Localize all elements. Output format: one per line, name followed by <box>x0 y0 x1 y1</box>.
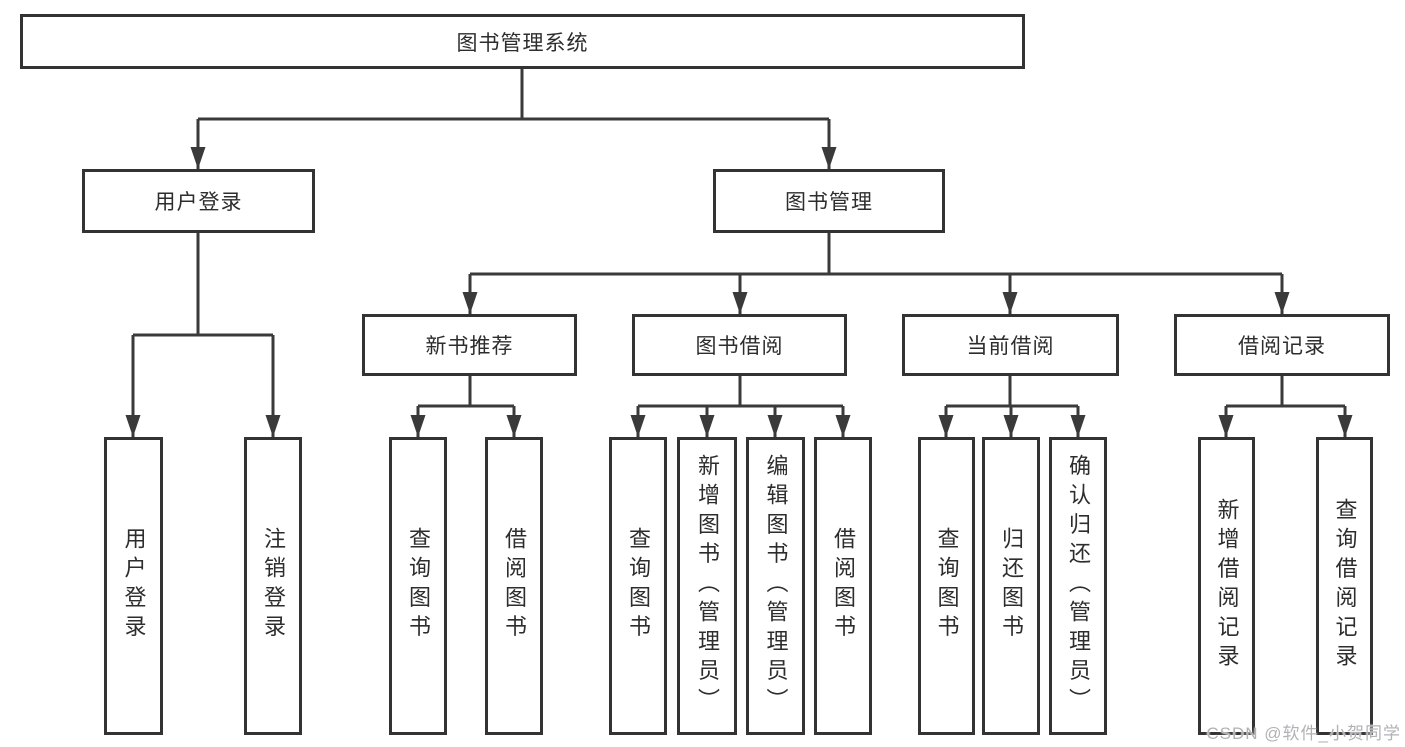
node-current-borrow: 当前借阅 <box>902 314 1119 376</box>
node-borrow-records: 借阅记录 <box>1174 314 1390 376</box>
node-book-borrow: 图书借阅 <box>632 314 847 376</box>
leaf-query-borrow-record: 查询借阅记录 <box>1316 437 1373 735</box>
leaf-logout: 注销登录 <box>244 437 302 735</box>
leaf-user-login: 用户登录 <box>104 437 163 735</box>
leaf-edit-books-admin: 编辑图书（管理员） <box>746 437 805 735</box>
csdn-watermark: CSDN @软件_小贺同学 <box>1206 724 1401 743</box>
node-user-login-module: 用户登录 <box>82 169 315 233</box>
leaf-newbook-borrow-books: 借阅图书 <box>485 437 543 735</box>
leaf-borrow-books: 借阅图书 <box>814 437 872 735</box>
leaf-newbook-query-books: 查询图书 <box>389 437 447 735</box>
leaf-confirm-return-admin: 确认归还（管理员） <box>1049 437 1107 735</box>
leaf-return-books: 归还图书 <box>982 437 1040 735</box>
leaf-current-query-books: 查询图书 <box>918 437 975 735</box>
leaf-borrow-query-books: 查询图书 <box>609 437 667 735</box>
node-book-management-module: 图书管理 <box>713 169 945 233</box>
node-root-system: 图书管理系统 <box>20 14 1025 69</box>
leaf-add-books-admin: 新增图书（管理员） <box>677 437 737 735</box>
node-new-book-recommend: 新书推荐 <box>362 314 577 376</box>
leaf-add-borrow-record: 新增借阅记录 <box>1198 437 1255 735</box>
